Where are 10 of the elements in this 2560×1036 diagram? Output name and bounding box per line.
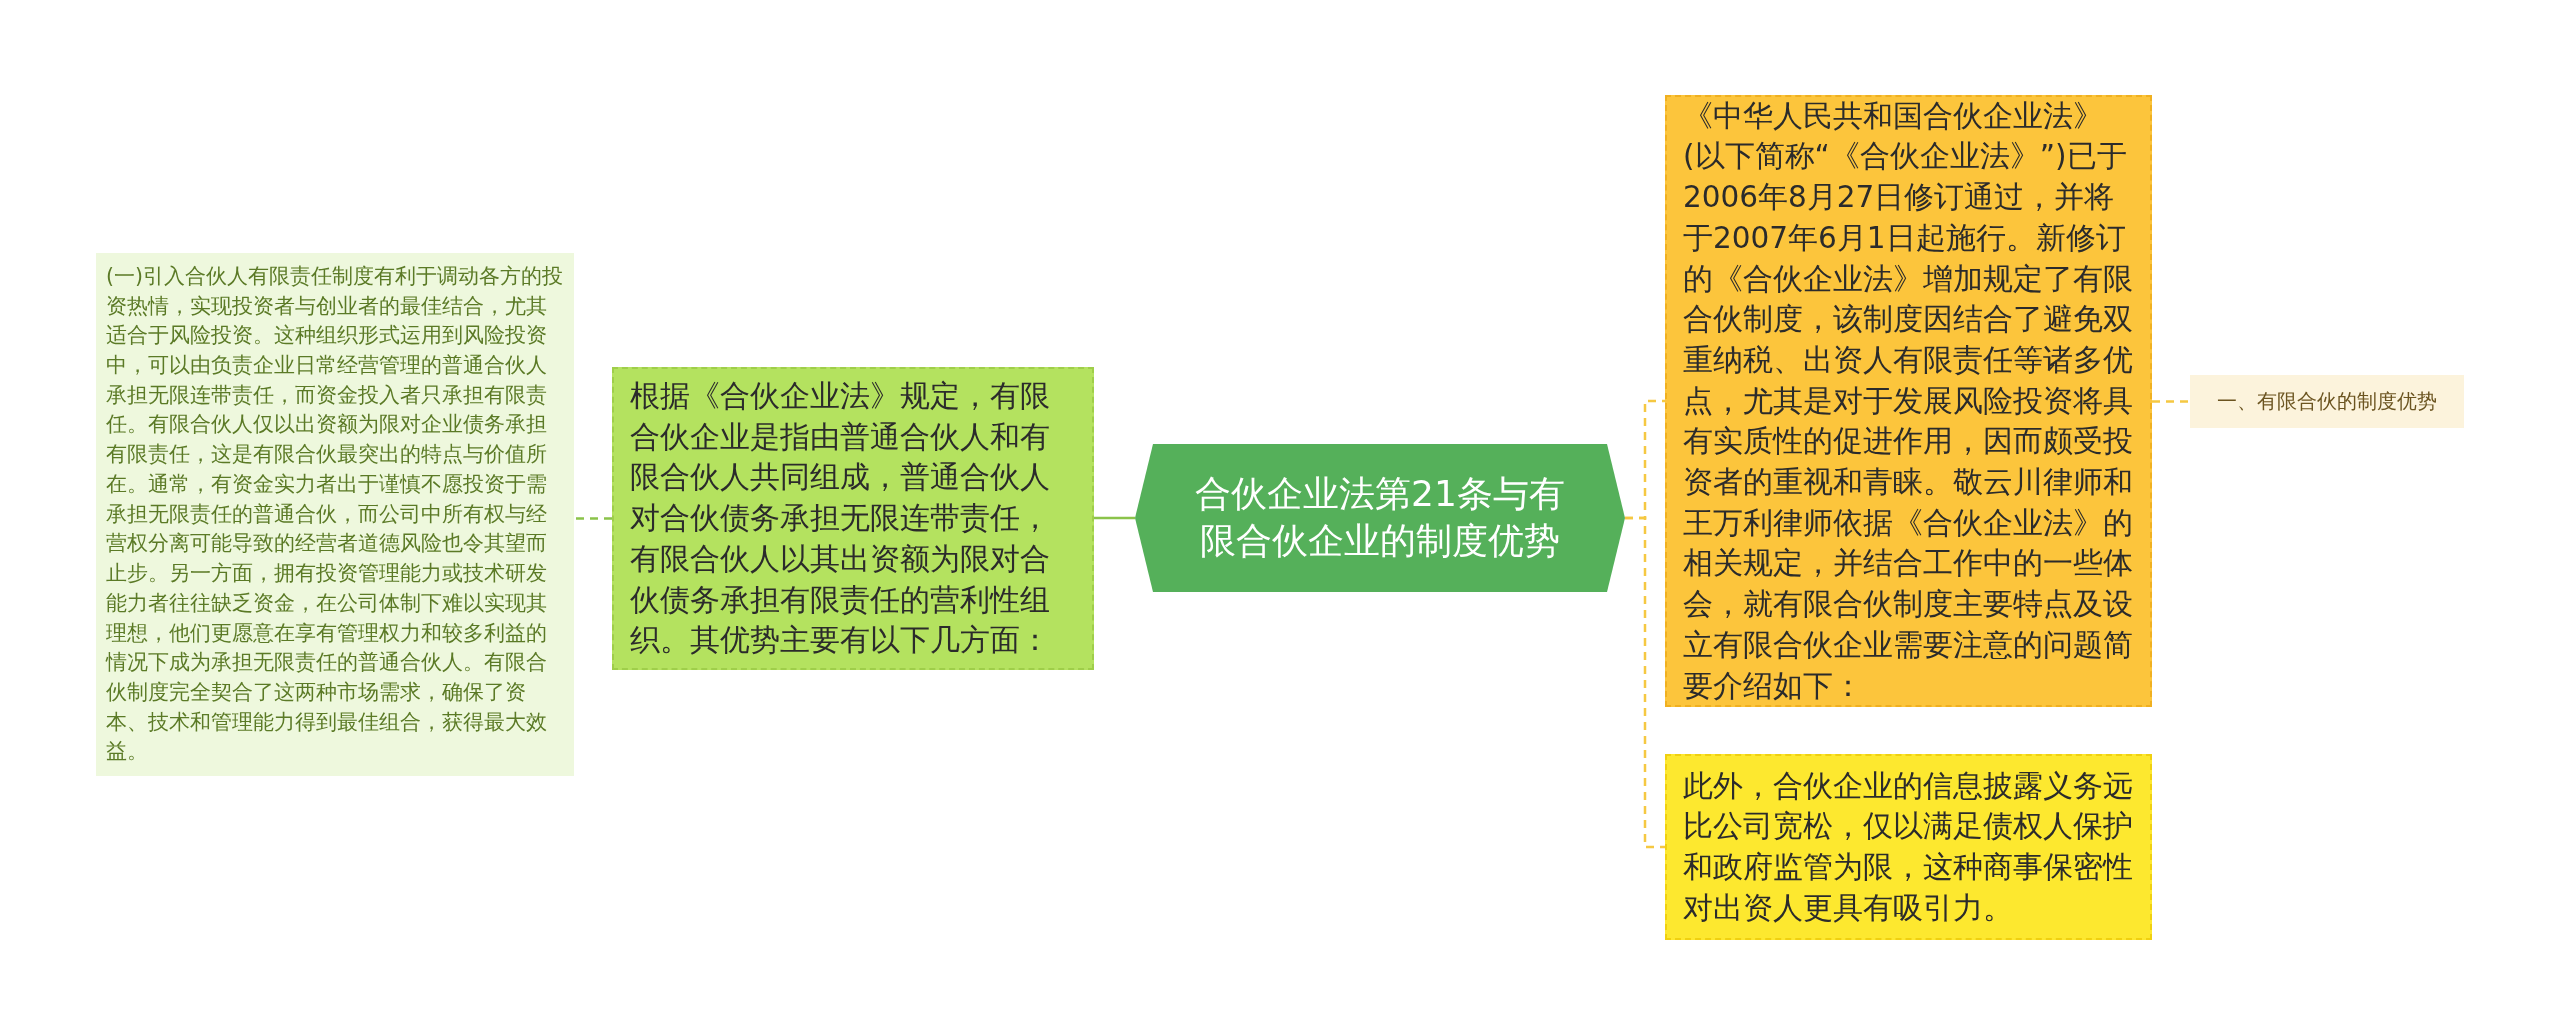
connector-line — [1625, 516, 1665, 849]
topic-card: 《中华人民共和国合伙企业法》(以下简称“《合伙企业法》”)已于2006年8月27日修订通过，并将于2007年6月1日起施行。新修订的《合伙企业法》增加规定了有限合伙制度，该制度因结合了避免双重纳税、出资人有限责任等诸多优点，尤其是对于发展风险投资将具有实质性的促进作用，因而颇受投资者的重视和青睐。敬云川律师和王万利律师依据《合伙企业法》的相关规定，并结合工作中的一些体会，就有限合伙制度主要特点及设立有限合伙企业需要注意的问题简要介绍如下： — [1665, 95, 2152, 707]
connector-line — [1094, 516, 1135, 520]
detail-card: (一)引入合伙人有限责任制度有利于调动各方的投资热情，实现投资者与创业者的最佳结合，尤其适合于风险投资。这种组织形式运用到风险投资中，可以由负责企业日常经营管理的普通合伙人承担无限连带责任，而资金投入者只承担有限责任。有限合伙人仅以出资额为限对企业债务承担有限责任，这是有限合伙最突出的特点与价值所在。通常，有资金实力者出于谨慎不愿投资于需承担无限责任的普通合伙，而公司中所有权与经营权分离可能导致的经营者道德风险也令其望而止步。另一方面，拥有投资管理能力或技术研发能力者往往缺乏资金，在公司体制下难以实现其理想，他们更愿意在享有管理权力和较多利益的情况下成为承担无限责任的普通合伙人。有限合伙制度完全契合了这两种市场需求，确保了资本、技术和管理能力得到最佳组合，获得最大效益。 — [96, 253, 574, 776]
root-topic: 合伙企业法第21条与有限合伙企业的制度优势 — [1135, 444, 1625, 592]
connector-line — [2152, 400, 2190, 403]
topic-card: 此外，合伙企业的信息披露义务远比公司宽松，仅以满足债权人保护和政府监管为限，这种商事保密性对出资人更具有吸引力。 — [1665, 754, 2152, 940]
connector-line — [574, 517, 612, 520]
topic-card: 根据《合伙企业法》规定，有限合伙企业是指由普通合伙人和有限合伙人共同组成，普通合伙人对合伙债务承担无限连带责任，有限合伙人以其出资额为限对合伙债务承担有限责任的营利性组织。其优势主要有以下几方面： — [612, 367, 1094, 670]
subtopic-label: 一、有限合伙的制度优势 — [2190, 375, 2464, 428]
